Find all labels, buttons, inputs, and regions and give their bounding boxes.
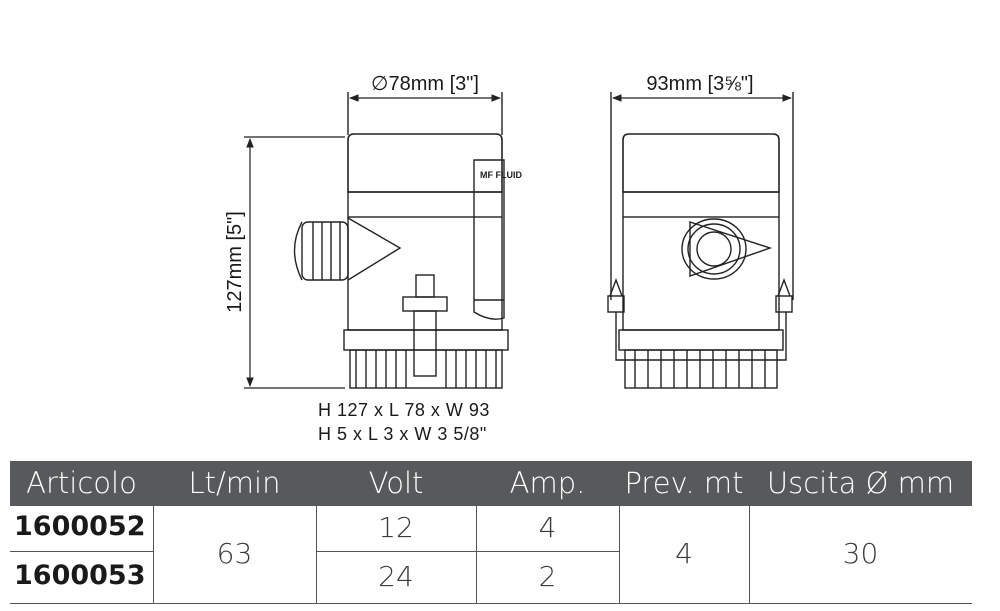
header-articolo: Articolo [10,461,153,506]
side-width-label: 93mm [3⅝"] [646,73,753,95]
header-prev-mt: Prev. mt [619,461,749,506]
header-uscita: Uscita Ø mm [749,461,972,506]
front-view-pump [293,92,509,389]
technical-drawing: MF FLUID ∅78mm [3"] 127mm [5"] [224,73,794,389]
table-prev-mt-merged: 4 [675,537,693,570]
header-volt: Volt [316,461,476,506]
table-uscita-merged: 30 [842,537,879,570]
height-label: 127mm [5"] [224,211,246,313]
header-lt-min: Lt/min [153,461,316,506]
front-diameter-label: ∅78mm [3"] [371,73,479,95]
table-row-1-amp: 4 [538,511,557,544]
table-lt-min-merged: 63 [216,537,253,570]
product-table: Articolo Lt/min Volt Amp. Prev. mt Uscit… [10,461,972,604]
table-row-2-articolo: 1600053 [14,560,146,591]
brand-mark: MF FLUID [480,170,522,180]
table-row-2-volt: 24 [378,560,414,593]
side-view-pump [607,92,794,389]
dimensions-metric: H 127 x L 78 x W 93 [318,400,490,420]
table-row-1-volt: 12 [378,511,414,544]
table-row-1-articolo: 1600052 [14,511,146,542]
table-row-2-amp: 2 [538,560,557,593]
dimensions-imperial: H 5 x L 3 x W 3 5/8" [318,424,487,444]
header-amp: Amp. [476,461,619,506]
